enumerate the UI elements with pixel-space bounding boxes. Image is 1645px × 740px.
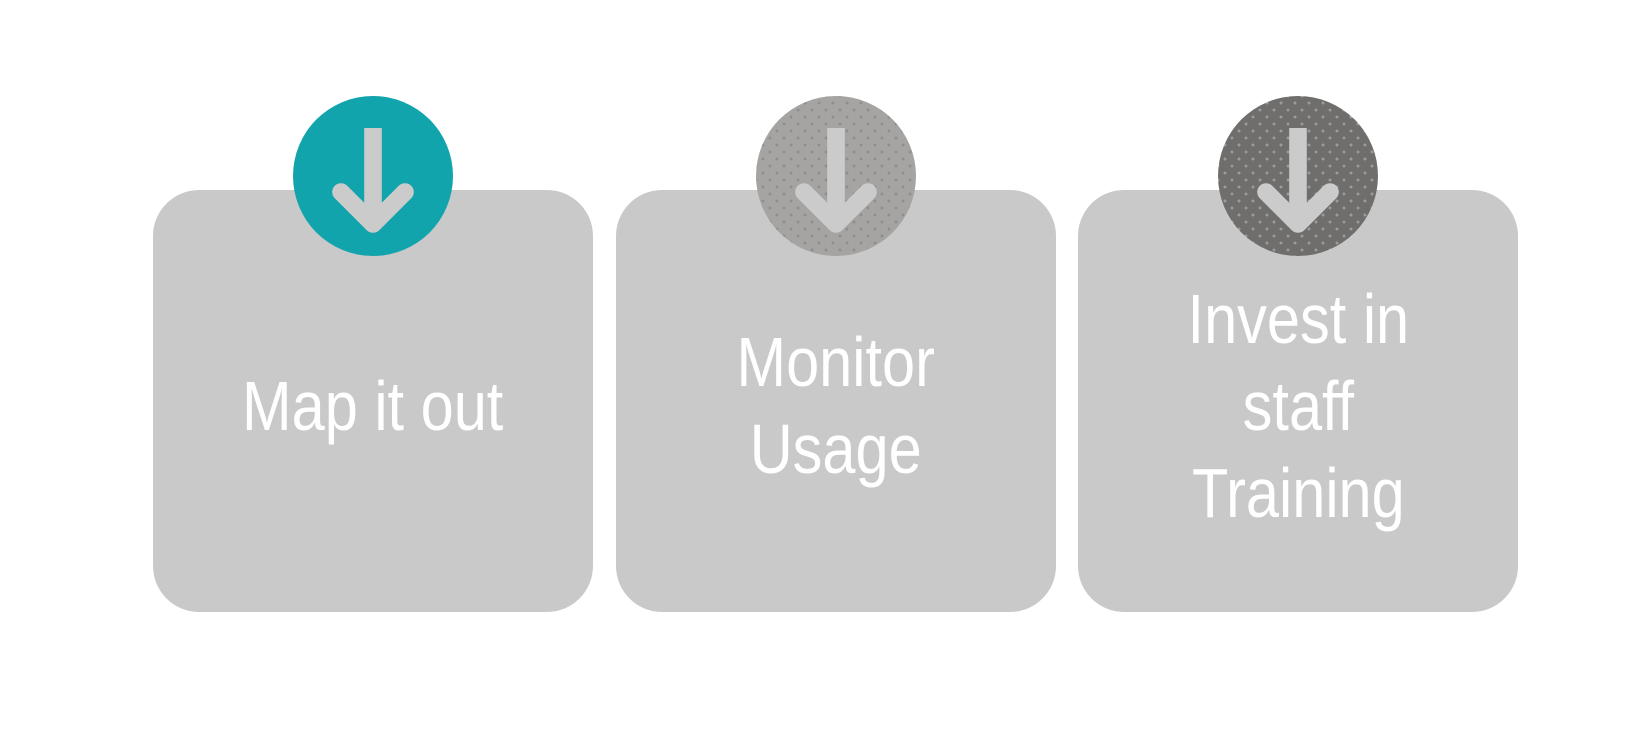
step-box: Monitor Usage — [616, 190, 1056, 612]
arrow-down-icon — [1257, 128, 1339, 233]
step-card-invest-in-staff-training: Invest in staff Training — [1078, 0, 1518, 740]
step-label: Monitor Usage — [736, 323, 936, 488]
step-circle — [1218, 96, 1378, 256]
step-card-map-it-out: Map it out — [153, 0, 593, 740]
step-card-monitor-usage: Monitor Usage — [616, 0, 1056, 740]
step-circle — [756, 96, 916, 256]
arrow-down-icon — [332, 128, 414, 233]
step-label: Invest in staff Training — [1187, 279, 1409, 532]
step-box: Invest in staff Training — [1078, 190, 1518, 612]
arrow-down-icon — [795, 128, 877, 233]
step-box: Map it out — [153, 190, 593, 612]
step-circle — [293, 96, 453, 256]
step-label: Map it out — [242, 366, 504, 445]
